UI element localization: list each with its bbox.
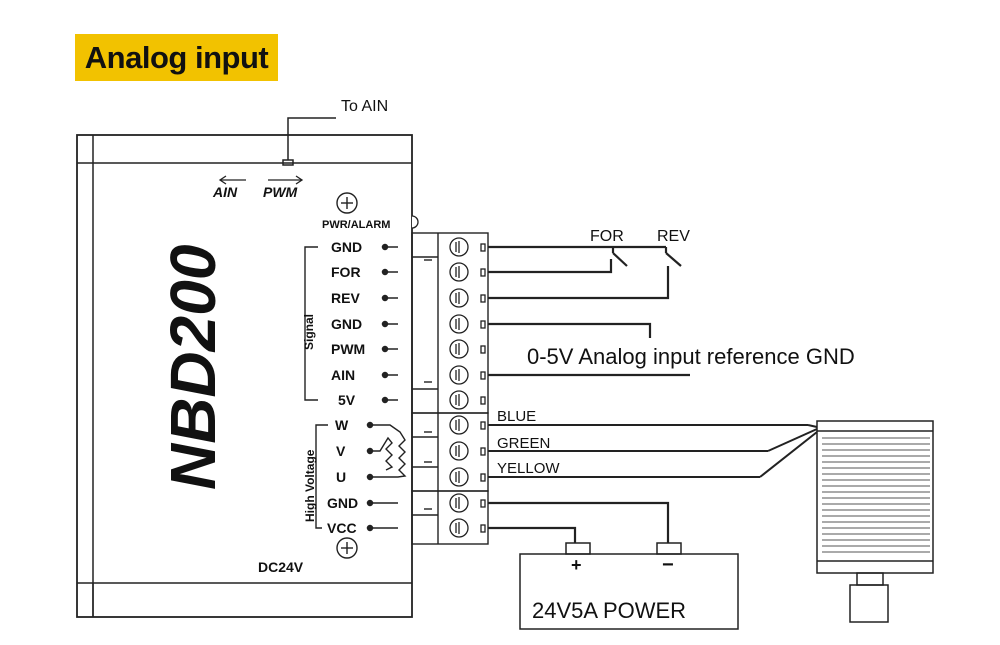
motor-shaft-icon [849,572,889,623]
wire-green-label: GREEN [497,435,550,452]
terminal-screw-gnd3 [449,493,486,513]
bottom-screw-icon [336,537,358,559]
terminal-screw-v [449,441,486,461]
motor-fins [822,437,930,553]
direction-arrows [218,175,304,185]
terminal-screw-w [449,415,486,435]
wire-yellow-label: YELLOW [497,460,560,477]
driver-model-label: NBD200 [157,245,229,490]
terminal-label-v: V [336,443,346,459]
terminal-label-gnd2: GND [331,316,362,332]
terminal-label-vcc: VCC [327,520,357,536]
high-voltage-group-label: High Voltage [303,449,317,522]
high-voltage-bracket [315,424,328,529]
wire-blue-label: BLUE [497,408,536,425]
section-title-banner: Analog input [75,34,278,81]
terminal-label-ain: AIN [331,367,355,383]
terminal-label-5v: 5V [338,392,356,408]
analog-wiring [488,322,690,377]
motor-coil-icon [370,424,407,478]
terminal-screw-pwm [449,339,486,359]
terminal-leaders [366,243,398,532]
pwr-alarm-label: PWR/ALARM [322,219,390,231]
terminal-screw-u [449,467,486,487]
terminal-screw-gnd1 [449,237,486,257]
pwm-arrow-label: PWM [263,184,298,200]
terminal-screws [449,237,486,538]
terminal-labels: GND FOR REV GND PWM AIN 5V W V U GND VCC [327,239,365,536]
to-ain-callout [282,117,336,166]
switch-rev-label: REV [657,228,690,245]
power-plus-label: + [571,555,582,575]
terminal-label-u: U [336,469,346,485]
switch-for-label: FOR [590,228,624,245]
terminal-label-for: FOR [331,264,361,280]
terminal-screw-5v [449,390,486,410]
terminal-label-rev: REV [331,290,360,306]
signal-bracket [304,246,318,401]
terminal-screw-for [449,262,486,282]
terminal-block [411,232,489,545]
supply-voltage-label: DC24V [258,559,304,575]
terminal-label-w: W [335,417,349,433]
terminal-screw-ain [449,365,486,385]
led-indicator-icon [411,215,419,229]
power-wiring [488,501,670,543]
signal-group-label: Signal [302,314,316,350]
driver-body [76,134,413,618]
power-minus-label: − [662,554,674,576]
to-ain-label: To AIN [341,98,388,115]
section-title: Analog input [84,39,269,75]
analog-reference-note: 0-5V Analog input reference GND [527,344,855,369]
motor-phase-wiring [488,424,818,478]
terminal-label-gnd3: GND [327,495,358,511]
terminal-label-pwm: PWM [331,341,365,357]
terminal-screw-gnd2 [449,314,486,334]
terminal-screw-rev [449,288,486,308]
top-screw-icon [336,192,358,214]
power-supply-box [519,542,739,630]
terminal-screw-vcc [449,518,486,538]
terminal-label-gnd1: GND [331,239,362,255]
switch-wiring [488,245,682,300]
ain-arrow-label: AIN [212,184,238,200]
power-supply-label: 24V5A POWER [532,598,686,623]
